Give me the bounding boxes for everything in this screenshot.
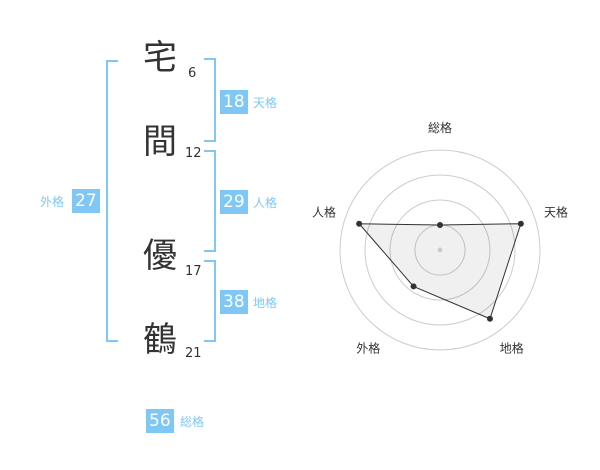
radar-center-point	[437, 247, 443, 253]
stroke-count-3: 17	[185, 264, 202, 279]
tenkaku-value: 18	[220, 90, 248, 114]
chikaku-value: 38	[220, 290, 248, 314]
radar-point-1	[517, 220, 524, 227]
radar-axis-label-3: 外格	[356, 341, 380, 356]
soukaku-value: 56	[146, 409, 174, 433]
jinkaku-bracket	[204, 150, 216, 252]
name-char-2: 間	[143, 122, 177, 162]
name-char-4: 鶴	[143, 320, 177, 360]
radar-grid-ring	[339, 149, 541, 351]
stroke-count-4: 21	[185, 346, 202, 361]
radar-axis-label-2: 地格	[500, 341, 524, 356]
radar-point-3	[410, 283, 417, 290]
gaikaku-bracket	[106, 60, 118, 342]
jinkaku-value: 29	[220, 190, 248, 214]
radar-axis-label-4: 人格	[312, 204, 336, 219]
radar-axis-label-1: 天格	[544, 204, 568, 219]
tenkaku-label: 天格	[253, 96, 278, 110]
radar-grid-ring	[389, 199, 491, 301]
radar-point-4	[356, 220, 363, 227]
chikaku-bracket	[204, 260, 216, 342]
radar-axis-label-0: 総格	[428, 120, 452, 135]
gaikaku-label: 外格	[40, 195, 65, 209]
radar-grid-ring	[364, 174, 516, 326]
name-char-1: 宅	[143, 38, 177, 78]
radar-point-2	[486, 315, 493, 322]
jinkaku-label: 人格	[253, 196, 278, 210]
soukaku-label: 総格	[180, 415, 205, 429]
tenkaku-bracket	[204, 58, 216, 142]
radar-point-0	[437, 222, 443, 228]
stroke-count-1: 6	[188, 66, 197, 81]
radar-data-polygon	[358, 223, 522, 320]
gaikaku-value: 27	[72, 189, 100, 213]
chikaku-label: 地格	[253, 296, 278, 310]
stroke-count-2: 12	[185, 146, 202, 161]
name-char-3: 優	[143, 236, 177, 276]
